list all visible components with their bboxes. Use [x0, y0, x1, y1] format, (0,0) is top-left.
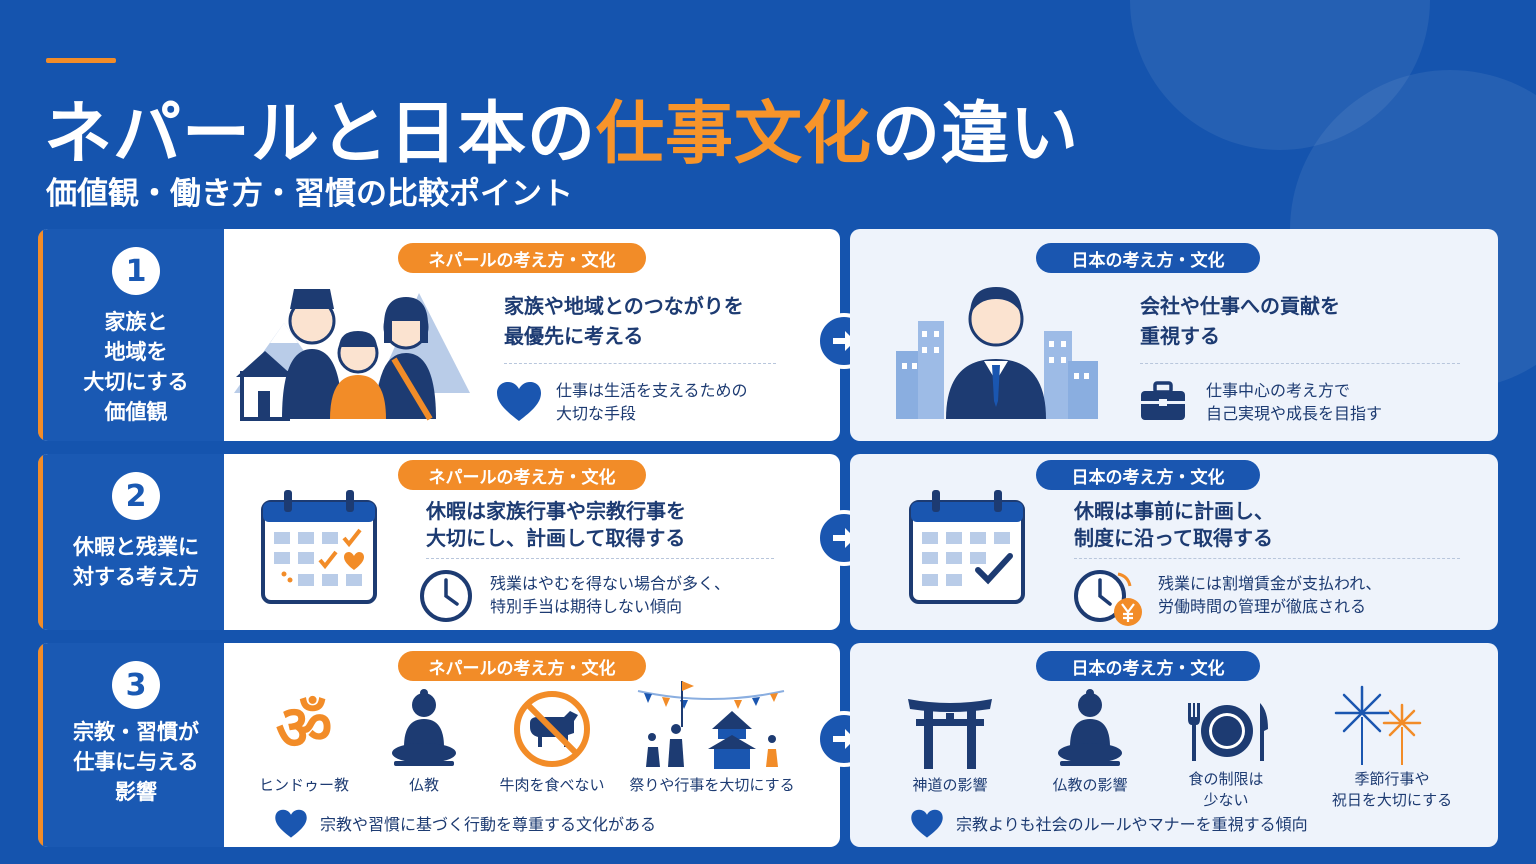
- no-beef-icon: [514, 691, 590, 767]
- japan-item-3: 季節行事や 祝日を大切にする: [1331, 770, 1453, 809]
- heart-icon: [275, 809, 307, 838]
- row-3: 3 宗教・習慣が 仕事に与える 影響 ネパールの考え方・文化 ॐ: [38, 643, 1498, 847]
- row-number: 3: [112, 661, 160, 709]
- row-number: 1: [112, 247, 160, 295]
- japan-tag: 日本の考え方・文化: [1036, 651, 1260, 681]
- businessman-city-icon: [896, 287, 1098, 419]
- row-label-1: 1 家族と 地域を 大切にする 価値観: [38, 229, 224, 441]
- japan-sub-text-2: 残業には割増賃金が支払われ、 労働時間の管理が徹底される: [1158, 574, 1382, 616]
- row-label-2: 2 休暇と残業に 対する考え方: [38, 454, 224, 630]
- heart-icon: [497, 382, 541, 421]
- nepal-item-1: 仏教: [408, 776, 439, 794]
- page-title: ネパールと日本の仕事文化の違い: [44, 95, 1080, 174]
- nepal-sub-text-2: 残業はやむを得ない場合が多く、 特別手当は期待しない傾向: [490, 574, 731, 616]
- row-label-3: 3 宗教・習慣が 仕事に与える 影響: [38, 643, 224, 847]
- japan-tag: 日本の考え方・文化: [1036, 460, 1260, 490]
- clock-yen-icon: [1074, 570, 1142, 626]
- clock-icon: [420, 570, 472, 622]
- nepal-tag: ネパールの考え方・文化: [398, 651, 646, 681]
- torii-icon: [908, 699, 992, 769]
- row-1: 1 家族と 地域を 大切にする 価値観 ネパールの考え方・文化 家族や地域とのつ…: [38, 229, 1498, 441]
- calendar-check-icon: [909, 490, 1025, 604]
- nepal-main-text-1: 家族や地域とのつながりを 最優先に考える: [504, 294, 744, 348]
- japan-item-2: 食の制限は 少ない: [1188, 770, 1264, 809]
- festival-icon: [637, 681, 785, 769]
- nepal-card-2: 2 休暇と残業に 対する考え方 ネパールの考え方・文化 休暇は家族行事や宗教行事…: [38, 454, 840, 630]
- japan-tag: 日本の考え方・文化: [1036, 243, 1260, 273]
- buddha-icon: [1058, 689, 1122, 766]
- nepal-item-3: 祭りや行事を大切にする: [629, 776, 795, 794]
- japan-item-1: 仏教の影響: [1052, 776, 1128, 794]
- nepal-sub-text-3: 宗教や習慣に基づく行動を尊重する文化がある: [320, 815, 657, 834]
- row-number: 2: [112, 472, 160, 520]
- buddha-icon: [392, 689, 456, 766]
- nepal-tag: ネパールの考え方・文化: [398, 243, 646, 273]
- divider: [1140, 363, 1460, 364]
- heart-icon: [911, 809, 943, 838]
- nepal-item-0: ヒンドゥー教: [258, 776, 349, 794]
- plate-cutlery-icon: [1188, 703, 1268, 761]
- accent-bar: [46, 58, 116, 63]
- nepal-item-2: 牛肉を食べない: [499, 776, 605, 794]
- row-label-text: 宗教・習慣が 仕事に与える 影響: [73, 720, 199, 804]
- divider: [1074, 558, 1460, 559]
- fireworks-icon: [1334, 685, 1422, 765]
- nepal-main-text-2: 休暇は家族行事や宗教行事を 大切にし、計画して取得する: [426, 499, 686, 550]
- japan-sub-text-1: 仕事中心の考え方で 自己実現や成長を目指す: [1206, 381, 1383, 423]
- japan-card-1: 日本の考え方・文化 会社や仕事への貢献を 重視する: [850, 229, 1498, 441]
- japan-main-text-2: 休暇は事前に計画し、 制度に沿って取得する: [1074, 499, 1274, 550]
- briefcase-icon: [1141, 381, 1185, 420]
- row-2: 2 休暇と残業に 対する考え方 ネパールの考え方・文化 休暇は家族行事や宗教行事…: [38, 454, 1498, 630]
- row-label-text: 休暇と残業に 対する考え方: [73, 535, 199, 589]
- japan-card-3: 日本の考え方・文化: [850, 643, 1498, 847]
- nepal-tag: ネパールの考え方・文化: [398, 460, 646, 490]
- divider: [426, 558, 774, 559]
- nepal-card-3: 3 宗教・習慣が 仕事に与える 影響 ネパールの考え方・文化 ॐ: [38, 643, 840, 847]
- page-subtitle: 価値観・働き方・習慣の比較ポイント: [46, 176, 573, 212]
- calendar-hearts-icon: [261, 490, 377, 604]
- japan-main-text-1: 会社や仕事への貢献を 重視する: [1140, 294, 1340, 348]
- nepal-sub-text-1: 仕事は生活を支えるための 大切な手段: [556, 381, 748, 423]
- divider: [504, 363, 776, 364]
- row-label-text: 家族と 地域を 大切にする 価値観: [83, 310, 189, 424]
- om-icon: ॐ: [275, 691, 333, 764]
- family-mountains-icon: [234, 289, 470, 421]
- japan-item-0: 神道の影響: [912, 776, 988, 794]
- japan-card-2: 日本の考え方・文化 休暇は事前に計画し、 制度に沿って取得する 残業には割増賃金…: [850, 454, 1498, 630]
- nepal-card-1: 1 家族と 地域を 大切にする 価値観 ネパールの考え方・文化 家族や地域とのつ…: [38, 229, 840, 441]
- japan-sub-text-3: 宗教よりも社会のルールやマナーを重視する傾向: [956, 815, 1308, 834]
